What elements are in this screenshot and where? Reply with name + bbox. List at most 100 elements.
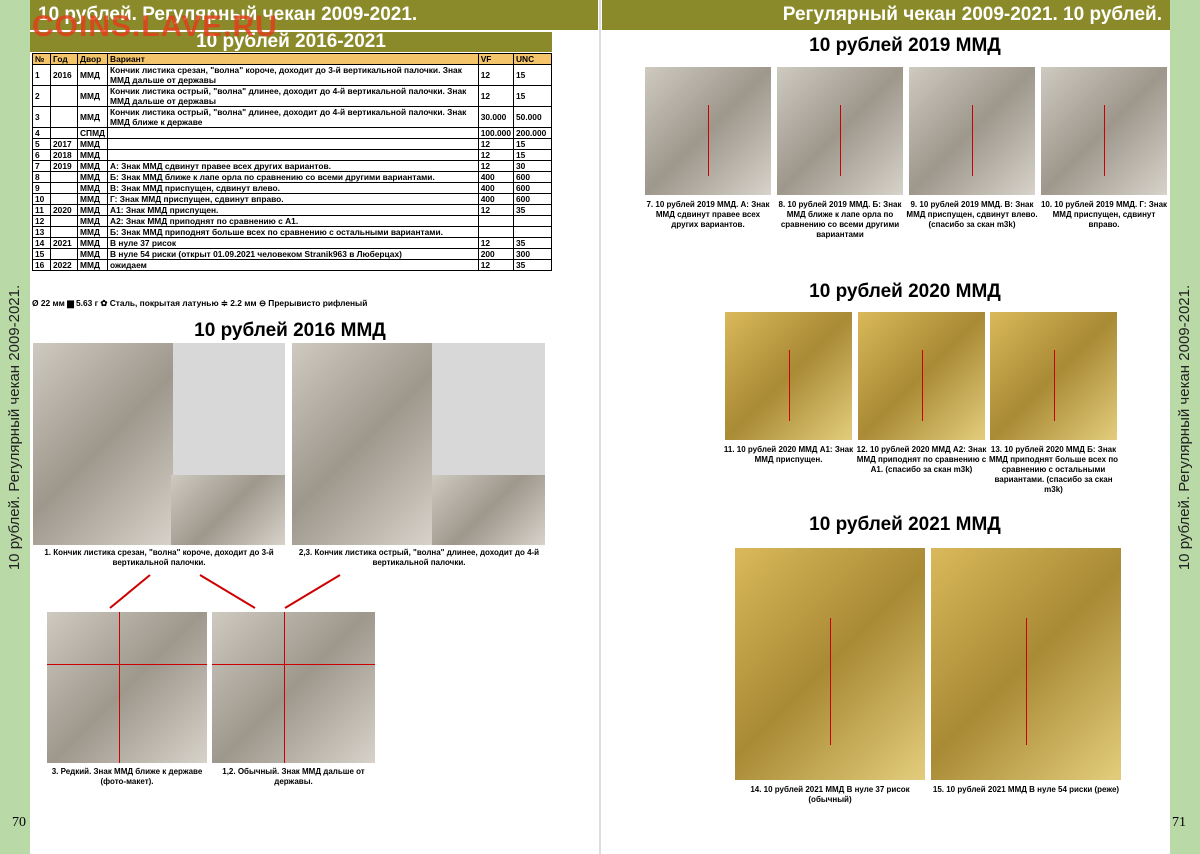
table-cell: 15 bbox=[513, 64, 552, 86]
coin-photo-3 bbox=[47, 612, 207, 763]
table-cell: 30.000 bbox=[477, 106, 515, 128]
table-cell bbox=[50, 226, 78, 238]
table-cell: 8 bbox=[32, 171, 51, 183]
coin-photo bbox=[909, 67, 1035, 195]
table-cell: 200 bbox=[477, 248, 515, 260]
coin-photo-1 bbox=[33, 343, 285, 545]
side-text: 10 рублей. Регулярный чекан 2009-2021. bbox=[6, 284, 24, 570]
table-cell bbox=[50, 248, 78, 260]
coin-photo bbox=[735, 548, 925, 780]
coin-photo bbox=[777, 67, 903, 195]
table-cell: ММД bbox=[76, 182, 109, 194]
table-cell bbox=[477, 215, 515, 227]
table-cell: 11 bbox=[32, 204, 51, 216]
caption: 7. 10 рублей 2019 ММД. А: Знак ММД сдвин… bbox=[646, 200, 770, 229]
coin-photo bbox=[990, 312, 1117, 440]
coin-photo bbox=[725, 312, 852, 440]
column-header: Двор bbox=[76, 53, 109, 65]
left-header: 10 рублей. Регулярный чекан 2009-2021. bbox=[30, 0, 598, 30]
table-cell: 12 bbox=[477, 204, 515, 216]
table-cell: 2021 bbox=[50, 237, 78, 249]
table-cell: Кончик листика острый, "волна" длинее, д… bbox=[107, 85, 479, 107]
table-cell: А1: Знак ММД приспущен. bbox=[107, 204, 479, 216]
caption: 8. 10 рублей 2019 ММД. Б: Знак ММД ближе… bbox=[778, 200, 902, 239]
table-cell bbox=[477, 226, 515, 238]
table-cell: Б: Знак ММД ближе к лапе орла по сравнен… bbox=[107, 171, 479, 183]
coin-photo bbox=[858, 312, 985, 440]
table-cell: 400 bbox=[477, 182, 515, 194]
caption: 10. 10 рублей 2019 ММД. Г: Знак ММД прис… bbox=[1040, 200, 1168, 229]
table-cell: В нуле 37 рисок bbox=[107, 237, 479, 249]
table-cell: 35 bbox=[513, 204, 552, 216]
table-cell: 600 bbox=[513, 182, 552, 194]
section-title-2021: 10 рублей 2021 ММД bbox=[809, 514, 1001, 535]
section-title-2016: 10 рублей 2016 ММД bbox=[194, 320, 386, 341]
table-cell: 1 bbox=[32, 64, 51, 86]
arrows bbox=[109, 574, 341, 609]
caption: 2,3. Кончик листика острый, "волна" длин… bbox=[298, 548, 540, 567]
caption: 9. 10 рублей 2019 ММД. В: Знак ММД присп… bbox=[906, 200, 1038, 229]
table-cell bbox=[513, 215, 552, 227]
left-side-strip: 10 рублей. Регулярный чекан 2009-2021. bbox=[0, 0, 30, 854]
table-cell: 2 bbox=[32, 85, 51, 107]
caption: 12. 10 рублей 2020 ММД А2: Знак ММД прип… bbox=[856, 445, 987, 474]
table-cell: 16 bbox=[32, 259, 51, 271]
table-cell: 50.000 bbox=[513, 106, 552, 128]
table-cell: 100.000 bbox=[477, 127, 515, 139]
table-cell: 600 bbox=[513, 171, 552, 183]
table-cell: 12 bbox=[477, 237, 515, 249]
table-cell bbox=[50, 193, 78, 205]
section-title-2020: 10 рублей 2020 ММД bbox=[809, 281, 1001, 302]
table-cell: 2018 bbox=[50, 149, 78, 161]
table-cell: 15 bbox=[32, 248, 51, 260]
caption: 13. 10 рублей 2020 ММД Б: Знак ММД припо… bbox=[988, 445, 1119, 494]
table-cell: А2: Знак ММД приподнят по сравнению с А1… bbox=[107, 215, 479, 227]
column-header: UNC bbox=[513, 53, 552, 65]
table-cell: 35 bbox=[513, 259, 552, 271]
coin-photo bbox=[1041, 67, 1167, 195]
table-cell: 3 bbox=[32, 106, 51, 128]
table-cell: 7 bbox=[32, 160, 51, 172]
table-cell: 12 bbox=[477, 85, 515, 107]
coin-specs: Ø 22 мм ▆ 5.63 г ✿ Сталь, покрытая латун… bbox=[32, 298, 368, 308]
table-cell: 12 bbox=[32, 215, 51, 227]
table-cell: Кончик листика срезан, "волна" короче, д… bbox=[107, 64, 479, 86]
table-cell: 15 bbox=[513, 138, 552, 150]
page-number: 70 bbox=[12, 815, 26, 830]
caption: 1. Кончик листика срезан, "волна" короче… bbox=[44, 548, 274, 567]
subheader: 10 рублей 2016-2021 bbox=[30, 32, 552, 52]
table-cell: ММД bbox=[76, 160, 109, 172]
coin-photo-1-2 bbox=[212, 612, 375, 763]
table-cell: ММД bbox=[76, 248, 109, 260]
table-cell: 13 bbox=[32, 226, 51, 238]
table-cell: ММД bbox=[76, 193, 109, 205]
column-header: № bbox=[32, 53, 51, 65]
table-cell bbox=[50, 171, 78, 183]
table-cell: ММД bbox=[76, 171, 109, 183]
table-cell: ММД bbox=[76, 259, 109, 271]
table-cell bbox=[50, 182, 78, 194]
table-cell: 2017 bbox=[50, 138, 78, 150]
table-cell: Г: Знак ММД приспущен, сдвинут вправо. bbox=[107, 193, 479, 205]
watermark: COINS.LAVE.RU bbox=[32, 10, 278, 43]
table-cell: 300 bbox=[513, 248, 552, 260]
table-cell: В: Знак ММД приспущен, сдвинут влево. bbox=[107, 182, 479, 194]
table-cell: ММД bbox=[76, 85, 109, 107]
table-cell: ММД bbox=[76, 237, 109, 249]
table-cell: 15 bbox=[513, 85, 552, 107]
table-cell: 2016 bbox=[50, 64, 78, 86]
table-cell: 5 bbox=[32, 138, 51, 150]
table-cell: 12 bbox=[477, 64, 515, 86]
coin-photo bbox=[645, 67, 771, 195]
table-cell: 6 bbox=[32, 149, 51, 161]
